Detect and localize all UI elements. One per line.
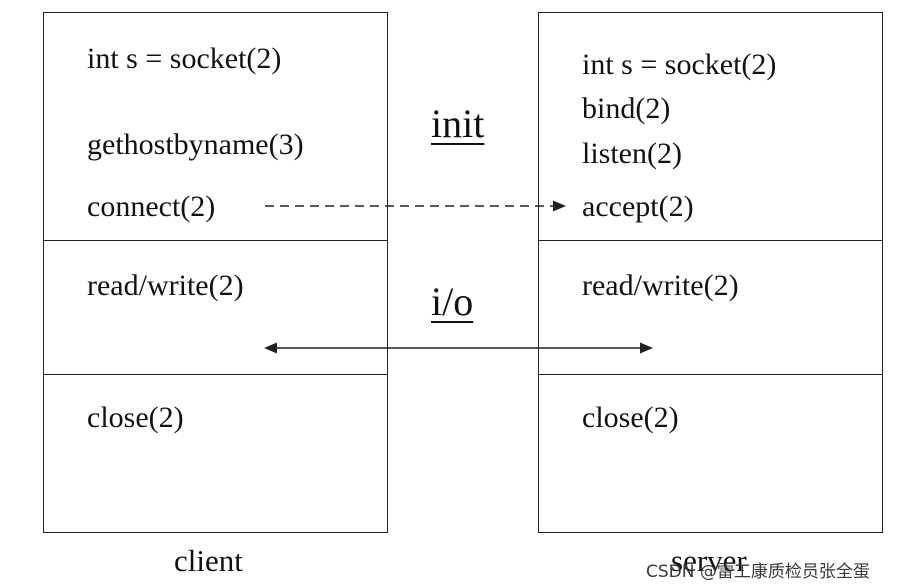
server-box: [538, 12, 883, 533]
client-read-write-call: read/write(2): [87, 269, 244, 302]
server-bind-call: bind(2): [582, 92, 671, 125]
server-close-call: close(2): [582, 401, 679, 434]
io-exchange-arrow: [264, 342, 653, 354]
server-caption: server: [671, 543, 747, 578]
server-read-write-call: read/write(2): [582, 269, 739, 302]
client-gethostbyname-call: gethostbyname(3): [87, 128, 304, 161]
server-socket-call: int s = socket(2): [582, 48, 777, 81]
server-io-close-divider: [538, 374, 883, 375]
client-socket-call: int s = socket(2): [87, 42, 282, 75]
phase-label-init: init: [431, 101, 485, 146]
client-init-io-divider: [43, 240, 388, 241]
client-io-close-divider: [43, 374, 388, 375]
client-box: [43, 12, 388, 533]
server-init-io-divider: [538, 240, 883, 241]
connect-to-accept-arrow: [265, 200, 566, 212]
phase-label-io: i/o: [431, 279, 474, 324]
client-close-call: close(2): [87, 401, 184, 434]
watermark-text: CSDN @雷工康质检员张全蛋: [646, 562, 870, 582]
client-connect-call: connect(2): [87, 190, 216, 223]
client-caption: client: [174, 543, 243, 578]
server-listen-call: listen(2): [582, 137, 682, 170]
server-accept-call: accept(2): [582, 190, 694, 223]
